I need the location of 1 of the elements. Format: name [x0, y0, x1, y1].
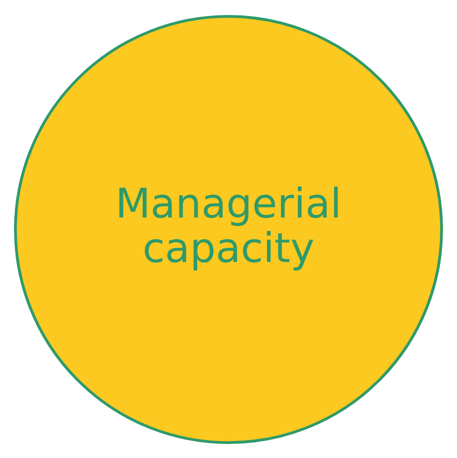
node-circle: Managerial capacity: [14, 14, 443, 444]
